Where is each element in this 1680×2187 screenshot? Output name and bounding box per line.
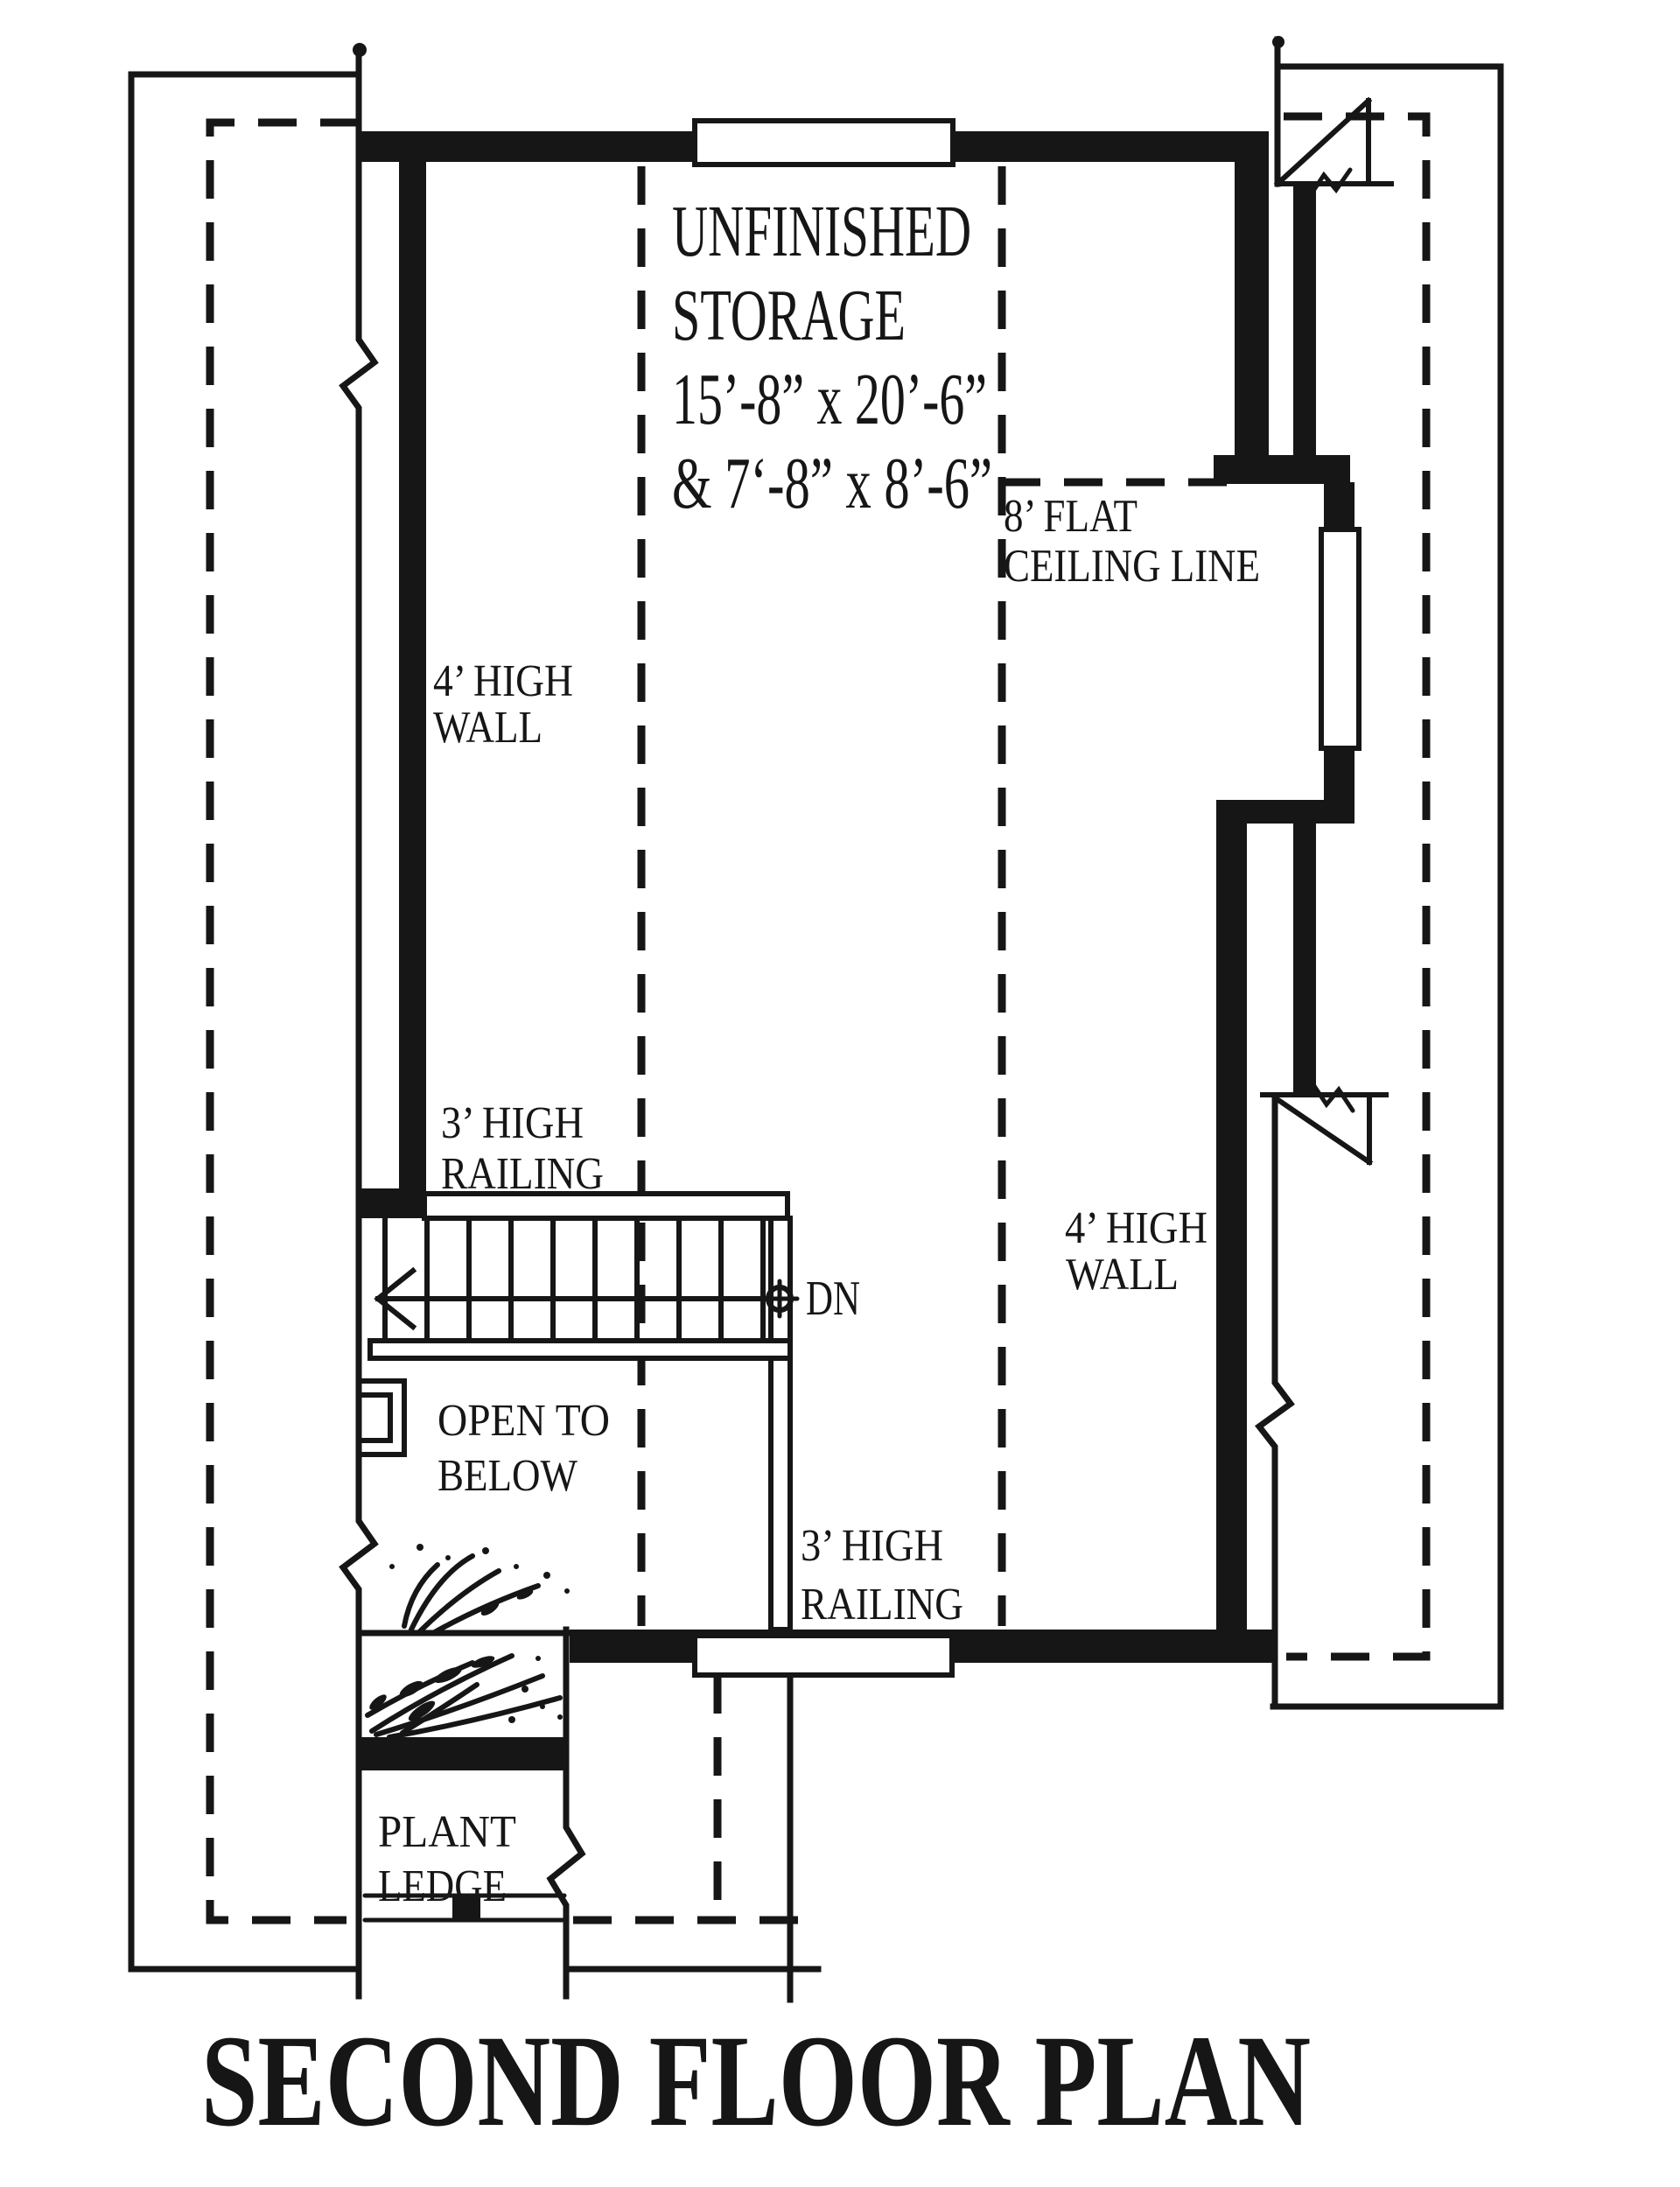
- top-wall-window: [692, 118, 956, 167]
- right-window-wall-lower: [1324, 745, 1354, 802]
- staircase: [356, 1191, 800, 1632]
- right-dormer-side-line: [1255, 1095, 1295, 1710]
- right-window-wall-upper: [1324, 482, 1354, 533]
- plant-ledge-sill-post: [452, 1896, 480, 1920]
- roof-window-top-zigzag-icon: [1307, 167, 1353, 199]
- right-dormer-cheek-upper: [1293, 184, 1316, 457]
- plant-ledge-wall: [359, 1737, 566, 1770]
- left-interior-wall: [399, 160, 426, 1192]
- bottom-railing-label-line2: RAILING: [801, 1580, 963, 1630]
- top-railing-label-line2: RAILING: [441, 1149, 604, 1199]
- left-building-line: [339, 49, 379, 2000]
- line-end-dot-right: [1272, 36, 1284, 48]
- right-wall-jog-upper: [1214, 455, 1350, 484]
- bottom-wall-window: [692, 1633, 955, 1678]
- right-high-wall-label-line2: WALL: [1066, 1250, 1179, 1300]
- storage-label-line1: UNFINISHED: [672, 191, 971, 272]
- storage-dimensions-line2: & 7‘-8” x 8’-6”: [672, 443, 992, 524]
- plant-ledge-label-line2: LEDGE: [378, 1861, 507, 1911]
- storage-dimensions-line1: 15’-8” x 20’-6”: [672, 359, 987, 440]
- roof-window-bottom-triangle-icon: [1260, 1092, 1389, 1167]
- text-labels: UNFINISHED STORAGE 15’-8” x 20’-6” & 7‘-…: [378, 191, 1260, 1911]
- right-wall-jog-lower: [1216, 800, 1354, 824]
- stair-start-marker-cross: [760, 1279, 800, 1319]
- open-below-corner-hook: [356, 1378, 407, 1457]
- right-wall-window: [1319, 527, 1362, 751]
- roof-window-bottom-zigzag-icon: [1310, 1081, 1355, 1113]
- storage-label-line2: STORAGE: [672, 275, 906, 356]
- open-below-railing: [368, 1338, 793, 1361]
- stair-top-railing: [422, 1191, 790, 1221]
- flat-ceiling-label-line1: 8’ FLAT: [1004, 491, 1138, 542]
- right-upper-wall: [1235, 160, 1269, 473]
- stair-down-arrow-icon: [374, 1266, 417, 1331]
- open-below-label-line2: BELOW: [438, 1451, 578, 1501]
- left-overhang-dashed-line: [206, 118, 359, 1924]
- right-high-wall-label-line1: 4’ HIGH: [1065, 1203, 1208, 1253]
- plant-ledge-label-line1: PLANT: [378, 1807, 516, 1857]
- open-below-label-line1: OPEN TO: [438, 1396, 610, 1446]
- roof-window-symbol-bottom: [1260, 1081, 1389, 1167]
- plant-ledge-right-line: [546, 1626, 586, 2000]
- right-dormer-cheek-lower: [1293, 823, 1316, 1096]
- flat-ceiling-label-line2: CEILING LINE: [1004, 541, 1260, 592]
- stair-treads: [382, 1216, 766, 1343]
- bottom-railing-label-line1: 3’ HIGH: [801, 1521, 943, 1571]
- top-railing-label-line1: 3’ HIGH: [441, 1098, 584, 1148]
- page-title: SECOND FLOOR PLAN: [201, 2008, 1311, 2154]
- left-high-wall-label-line2: WALL: [433, 703, 542, 753]
- windows: [692, 118, 1362, 1678]
- line-end-dot: [353, 43, 367, 57]
- plant-sketch: [365, 1544, 570, 1740]
- left-high-wall-label-line1: 4’ HIGH: [433, 656, 573, 706]
- left-wall-end-stub: [357, 1188, 426, 1218]
- right-dormer-outline: [1270, 36, 1504, 1710]
- left-roof-overhang-outline: [128, 71, 362, 1973]
- right-lower-wall: [1216, 823, 1247, 1663]
- down-label: DN: [806, 1272, 860, 1326]
